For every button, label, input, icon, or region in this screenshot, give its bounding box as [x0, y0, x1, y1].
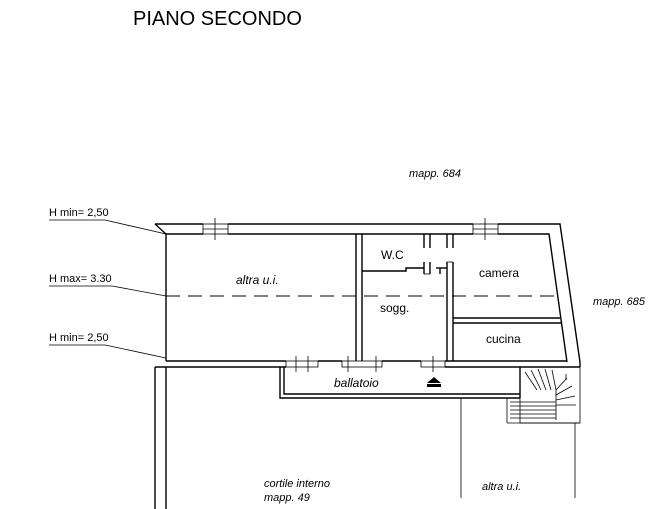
neighbor-right-label: mapp. 685	[593, 296, 646, 308]
room-soggiorno-label: sogg.	[380, 301, 409, 315]
entrance-arrow-icon	[427, 377, 441, 383]
ballatoio-label: ballatoio	[334, 376, 379, 390]
room-camera-label: camera	[479, 266, 519, 280]
height-middle-leader	[111, 285, 167, 297]
height-bottom-leader	[104, 344, 167, 359]
height-middle-label: H max= 3.30	[49, 273, 112, 285]
courtyard-label: cortile interno	[264, 478, 330, 490]
height-top-label: H min= 2,50	[49, 207, 109, 219]
bottom-right-unit-label: altra u.i.	[482, 481, 521, 493]
room-wc-label: W.C	[381, 248, 404, 262]
room-left-unit-label: altra u.i.	[236, 273, 279, 287]
building-outline	[154, 218, 581, 509]
courtyard-mapp-label: mapp. 49	[264, 492, 310, 504]
interior-walls	[355, 234, 561, 361]
ballatoio	[279, 367, 521, 399]
room-cucina-label: cucina	[486, 332, 521, 346]
bottom-openings	[285, 356, 446, 372]
entrance-arrow-base	[427, 384, 441, 387]
height-bottom-label: H min= 2,50	[49, 332, 109, 344]
stair-icon	[506, 366, 581, 424]
height-top-leader	[104, 219, 167, 235]
plan-title: PIANO SECONDO	[133, 8, 302, 30]
neighbor-top-label: mapp. 684	[409, 168, 461, 180]
